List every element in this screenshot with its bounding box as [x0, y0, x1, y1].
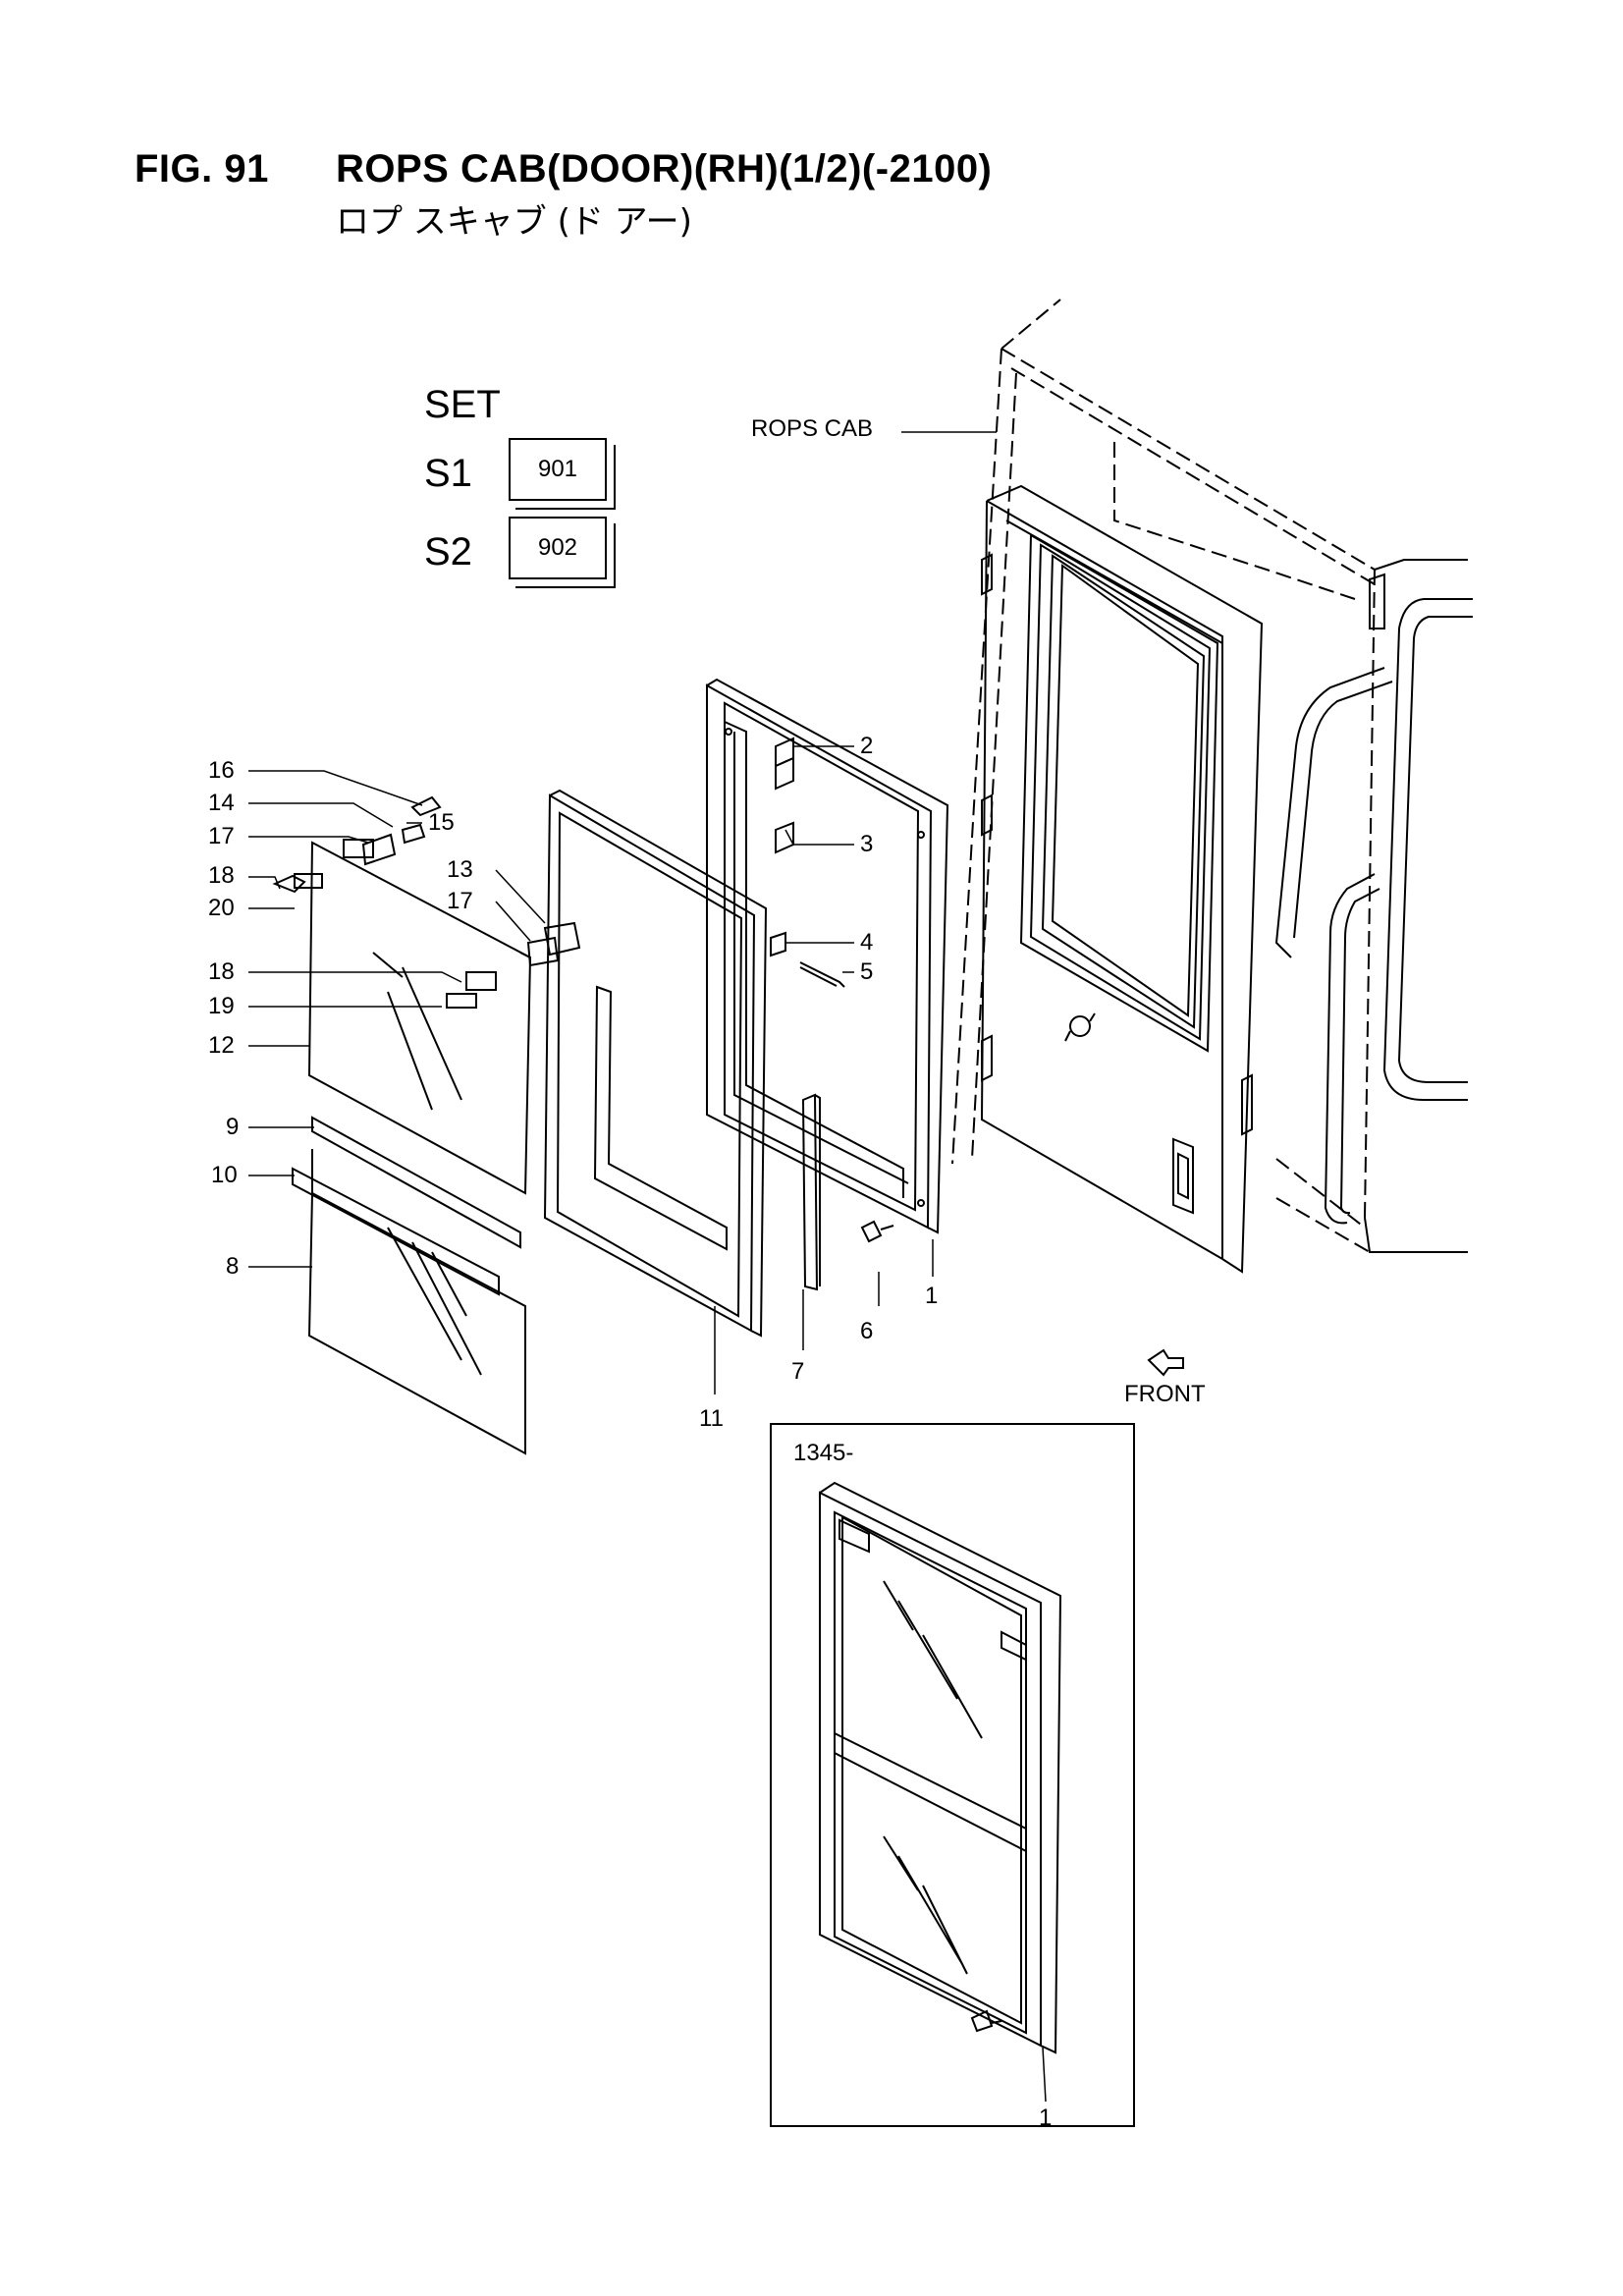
callout-13[interactable]: 13 — [447, 856, 473, 883]
front-label: FRONT — [1124, 1381, 1206, 1407]
rubber-seal-part11 — [543, 789, 768, 1338]
callout-9[interactable]: 9 — [226, 1114, 240, 1140]
main-door — [980, 484, 1264, 1274]
leader-lines — [248, 431, 997, 1394]
callout-17b[interactable]: 17 — [447, 888, 473, 914]
callout-10[interactable]: 10 — [211, 1162, 238, 1188]
set-code-s2: 902 — [537, 534, 578, 561]
set-label-s2: S2 — [424, 530, 472, 574]
callout-3[interactable]: 3 — [860, 831, 874, 857]
callout-20[interactable]: 20 — [208, 895, 235, 921]
rops-cab-label: ROPS CAB — [751, 415, 874, 442]
front-arrow-icon — [1147, 1348, 1184, 1377]
figure-subtitle: ロプ スキャブ (ド アー) — [336, 202, 692, 242]
callout-6[interactable]: 6 — [860, 1318, 874, 1344]
callout-17a[interactable]: 17 — [208, 823, 235, 849]
rops-cab-solid — [1274, 559, 1473, 1253]
callout-1[interactable]: 1 — [925, 1283, 939, 1309]
callout-16[interactable]: 16 — [208, 757, 235, 784]
rops-cab-outline — [951, 299, 1376, 1253]
callout-11[interactable]: 11 — [699, 1405, 724, 1432]
bolt-part6 — [860, 1220, 894, 1243]
set-code-s1: 901 — [537, 456, 578, 482]
callout-8[interactable]: 8 — [226, 1253, 240, 1280]
window-frame-part1 — [706, 678, 949, 1234]
callout-15[interactable]: 15 — [428, 809, 455, 836]
figure-title: ROPS CAB(DOOR)(RH)(1/2)(-2100) — [336, 147, 993, 191]
callout-2[interactable]: 2 — [860, 733, 874, 759]
set-code-box-s2[interactable]: 902 — [509, 517, 607, 579]
callout-14[interactable]: 14 — [208, 790, 235, 816]
callout-5[interactable]: 5 — [860, 958, 874, 985]
figure-number: FIG. 91 — [135, 147, 269, 191]
set-label-s1: S1 — [424, 452, 472, 495]
callout-19[interactable]: 19 — [208, 993, 235, 1019]
glass-rails — [292, 1116, 521, 1296]
callout-1-inset[interactable]: 1 — [1039, 2105, 1053, 2131]
upper-glass-part12 — [272, 839, 532, 1195]
callout-18b[interactable]: 18 — [208, 958, 235, 985]
strip-part7 — [801, 1093, 821, 1291]
inset-range-label: 1345- — [793, 1440, 854, 1466]
set-heading: SET — [424, 383, 501, 426]
callout-12[interactable]: 12 — [208, 1032, 235, 1059]
lower-glass-part8 — [307, 1149, 526, 1455]
callout-4[interactable]: 4 — [860, 929, 874, 956]
latch-parts — [770, 737, 845, 988]
set-code-box-s1[interactable]: 901 — [509, 438, 607, 501]
callout-18a[interactable]: 18 — [208, 862, 235, 889]
hinge-parts — [361, 795, 581, 967]
inset-alternate-door — [770, 1423, 1135, 2127]
callout-7[interactable]: 7 — [791, 1358, 805, 1385]
